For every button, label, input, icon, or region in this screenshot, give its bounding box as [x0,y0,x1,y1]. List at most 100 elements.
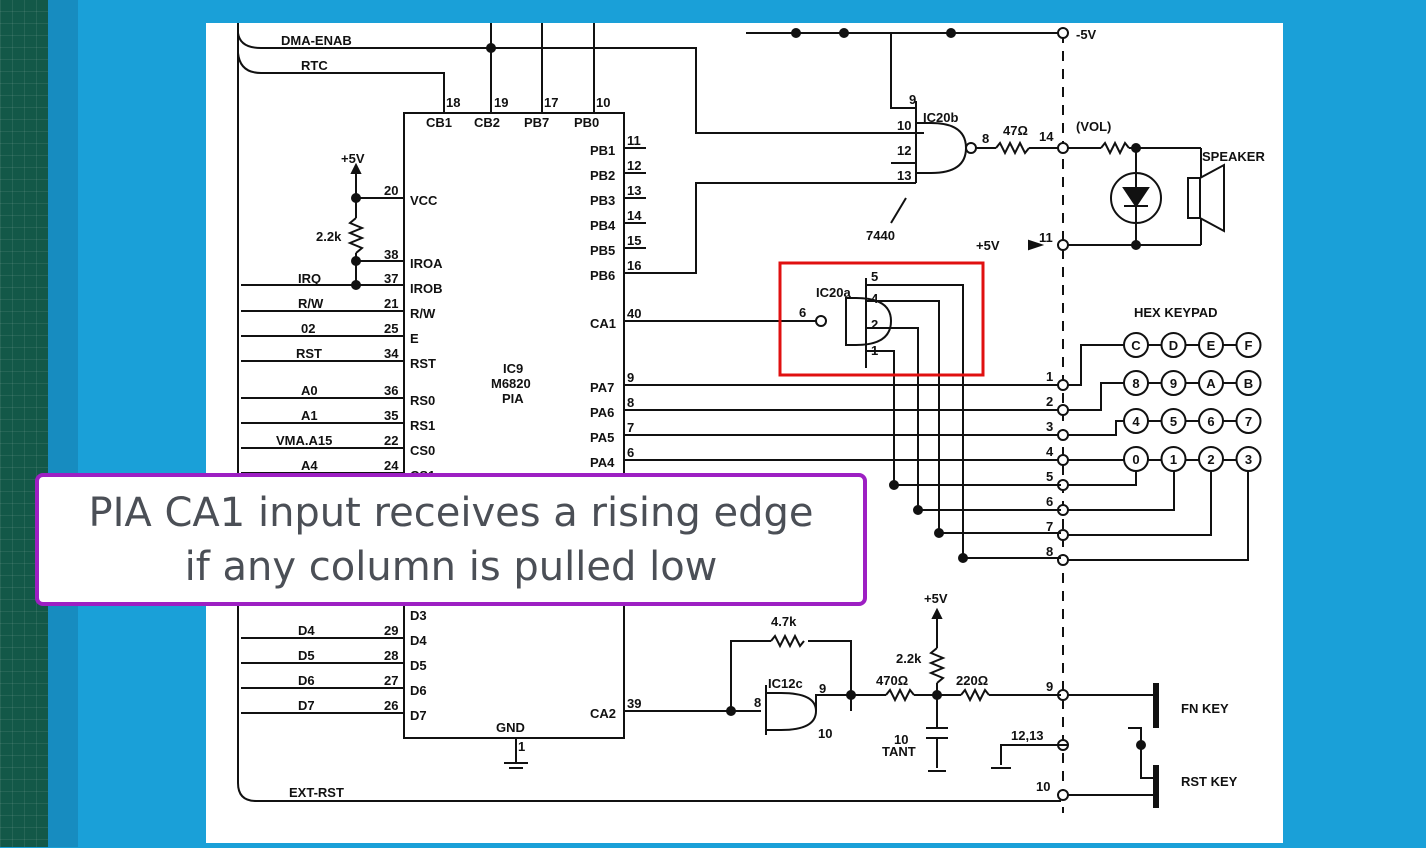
keypad-key-label: 7 [1245,414,1252,429]
pin-name: CS0 [410,443,435,458]
label-a4: A4 [301,458,318,473]
pin-number: 40 [627,306,641,321]
keypad-key-label: 5 [1170,414,1177,429]
label-rst: RST [296,346,322,361]
pin-name: D5 [410,658,427,673]
label-cap: 10 [894,732,908,747]
pin-name: D4 [410,633,427,648]
pin-number: 34 [384,346,399,361]
pin-number: 27 [384,673,398,688]
fn-rst-keys [991,683,1159,808]
connector-pin: 12,13 [1011,728,1044,743]
rtc-wire [237,52,445,113]
connector-pin: 4 [1046,444,1054,459]
pin-number: 39 [627,696,641,711]
connector-pin: 1 [1046,369,1053,384]
speaker-circuit [1068,140,1225,250]
pin-name: PA5 [590,430,614,445]
pin-name: D6 [410,683,427,698]
column-crossings [889,480,1061,563]
gate-pin: 4 [871,291,879,306]
label-r-470: 470Ω [876,673,908,688]
pin-number: 17 [544,95,558,110]
keypad-key [1198,408,1224,434]
keypad-key-label: 9 [1170,376,1177,391]
pin-number: 6 [627,445,634,460]
label-a0: A0 [301,383,318,398]
keypad-key [1123,408,1149,434]
keypad-key-label: 6 [1207,414,1214,429]
pin-number: 13 [627,183,641,198]
label-vma: VMA.A15 [276,433,332,448]
label-d4: D4 [298,623,315,638]
label-d6: D6 [298,673,315,688]
pin-number: 21 [384,296,398,311]
label-r-4k7: 4.7k [771,614,797,629]
label-fn-key: FN KEY [1181,701,1229,716]
label-vol: (VOL) [1076,119,1111,134]
label-a1: A1 [301,408,318,423]
pin-name: R/W [410,306,436,321]
pin-number: 19 [494,95,508,110]
pin-number: 29 [384,623,398,638]
gate-pin: 12 [897,143,911,158]
label-d7: D7 [298,698,315,713]
keypad-key [1198,332,1224,358]
pin-name: PB5 [590,243,615,258]
pin-name: CB2 [474,115,500,130]
pin-name: PA7 [590,380,614,395]
keypad-wires [1068,344,1261,561]
pin-name: E [410,331,419,346]
pin-name: PB4 [590,218,616,233]
label-ic12c: IC12c [768,676,803,691]
ext-rst-wire [237,782,1061,802]
pin-number: 10 [596,95,610,110]
pin-name: D3 [410,608,427,623]
pin-name: VCC [410,193,438,208]
connector-pin: 5 [1046,469,1053,484]
gate-pin: 9 [909,92,916,107]
pin-number: 8 [627,395,634,410]
keypad-key [1123,446,1149,472]
gate-pin: 6 [799,305,806,320]
pin-name: PB3 [590,193,615,208]
pullup-resistor [347,162,365,290]
pin-name: CA1 [590,316,616,331]
keypad-key [1235,370,1262,396]
label-d5: D5 [298,648,315,663]
pin-number: 15 [627,233,641,248]
keypad-key [1123,332,1149,358]
gate-pin: 1 [871,343,878,358]
keypad-key-label: D [1169,338,1178,353]
label-rtc: RTC [301,58,328,73]
right-pin-wires [624,147,1061,712]
ca1-gate-highlight [778,261,985,377]
pin-name: IROB [410,281,443,296]
pin-name: PB1 [590,143,615,158]
pin-number: 16 [627,258,641,273]
label-ic20a: IC20a [816,285,851,300]
pia-part: M6820 [491,376,531,391]
pin-name: CB1 [426,115,452,130]
label-plus5v-3: +5V [924,591,948,606]
background-strip [48,0,78,847]
gate-pin: 8 [754,695,761,710]
connector-pin: 7 [1046,519,1053,534]
connector-pin: 3 [1046,419,1053,434]
pin-name: D7 [410,708,427,723]
background-grid-strip [0,0,48,847]
keypad-key [1160,408,1187,434]
connector-pin: 6 [1046,494,1053,509]
pin-number: 24 [384,458,399,473]
keypad-key-label: F [1245,338,1253,353]
label-ic20b: IC20b [923,110,958,125]
gate-pin: 10 [818,726,832,741]
pin-number: 14 [627,208,642,223]
pia-gnd: GND [496,720,525,735]
keypad-key-label: 3 [1245,452,1252,467]
keypad-key [1235,332,1262,358]
connector-pin: 9 [1046,679,1053,694]
keypad-key [1160,370,1187,396]
pin-name: IROA [410,256,443,271]
